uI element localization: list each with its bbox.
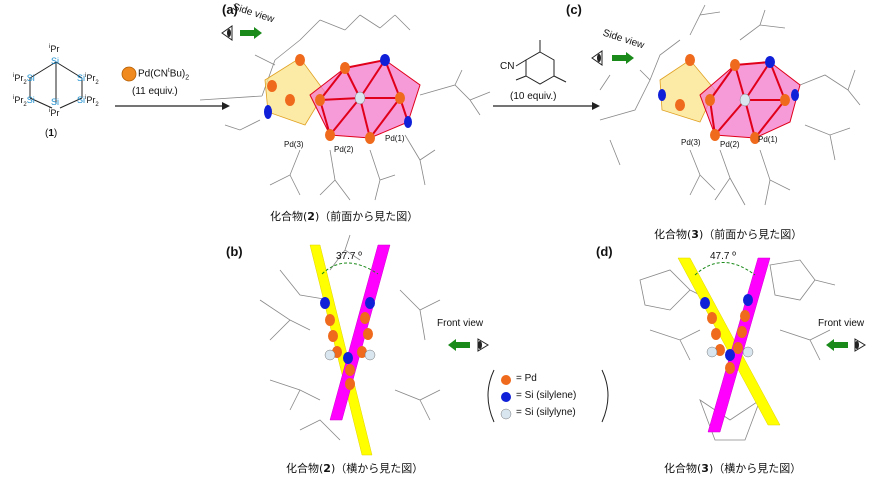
reaction-arrow-1 (115, 102, 230, 110)
reagent-2-equiv: (10 equiv.) (510, 91, 557, 102)
pd-label-a-3: Pd(3) (284, 140, 304, 149)
panel-label-c: (c) (566, 2, 582, 17)
pd-label-c-1: Pd(1) (758, 135, 778, 144)
panel-label-b: (b) (226, 244, 243, 259)
reagent-2-cn: CN (500, 61, 515, 72)
angle-label-d: 47.7 º (710, 251, 736, 262)
legend-item-silylyne: = Si (silylyne) (516, 407, 576, 418)
angle-label-b: 37.7 º (336, 251, 362, 262)
compound-1-structure (29, 61, 83, 109)
front-view-label-d: Front view (818, 318, 865, 329)
legend-item-pd: = Pd (516, 373, 537, 384)
reagent-1-equiv: (11 equiv.) (132, 86, 178, 97)
mesityl-isocyanide-structure (515, 40, 567, 85)
pd-label-a-1: Pd(1) (385, 134, 405, 143)
legend-silylene-ball (501, 392, 511, 402)
side-view-eye-c (591, 50, 634, 66)
cluster-c (599, 4, 861, 206)
side-view-d (639, 257, 836, 441)
caption-c: 化合物(3)（前面から見た図） (654, 228, 803, 241)
pd-label-a-2: Pd(2) (334, 145, 354, 154)
caption-a: 化合物(2)（前面から見た図） (270, 210, 419, 223)
pd-reagent-ball (121, 66, 137, 82)
side-view-b (259, 234, 441, 456)
front-view-eye-d (826, 338, 866, 352)
pd-label-c-3: Pd(3) (681, 138, 701, 147)
caption-b: 化合物(2)（横から見た図） (286, 462, 424, 475)
panel-label-a: (a) (222, 2, 238, 17)
panel-label-d: (d) (596, 244, 613, 259)
legend-pd-ball (501, 375, 511, 385)
caption-d: 化合物(3)（横から見た図） (664, 462, 802, 475)
front-view-label-b: Front view (437, 318, 484, 329)
legend-silylyne-ball (500, 408, 512, 420)
front-view-eye-b (448, 338, 489, 352)
legend-box (487, 369, 609, 423)
compound-1-label: (1) (45, 128, 58, 139)
reaction-arrow-2 (493, 102, 600, 110)
reagent-1-formula: Pd(CNtBu)2 (138, 68, 190, 82)
side-view-eye-a (221, 25, 262, 41)
legend-item-silylene: = Si (silylene) (516, 390, 577, 401)
cluster-a (199, 14, 491, 201)
pd-label-c-2: Pd(2) (720, 140, 740, 149)
